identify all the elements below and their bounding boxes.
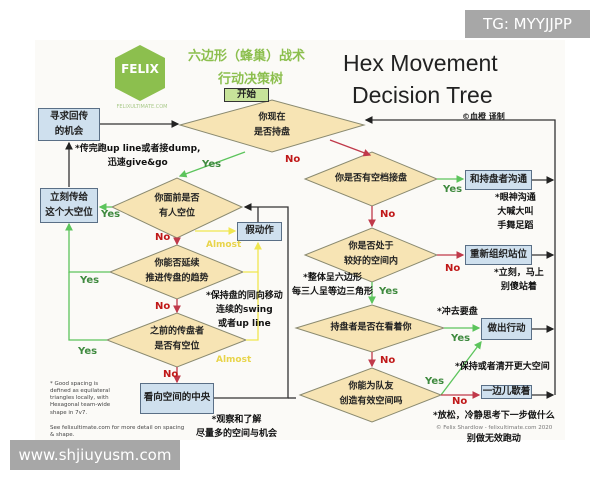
label-yes: Yes [425, 376, 445, 387]
start-box: 开始 [224, 88, 269, 102]
decision-d4: 之前的传盘者是否有空位 [149, 326, 205, 352]
label-no: No [445, 263, 461, 274]
label-no: No [163, 369, 179, 380]
note-after-pass: *传完跑up line或者接dump,迅速give&go [75, 144, 201, 168]
label-no: No [155, 301, 171, 312]
note-immediately: *立刻，马上别傻站着 [494, 268, 544, 292]
label-no: No [285, 154, 301, 165]
label-yes: Yes [202, 159, 222, 170]
label-yes: Yes [379, 286, 399, 297]
action-look-center: 看向空间的中央 [140, 383, 214, 414]
label-no: No [380, 355, 396, 366]
label-yes: Yes [80, 275, 100, 286]
decision-d5: 你是否有空档接盘 [334, 173, 408, 184]
action-reposition: 重新组织站位 [465, 245, 532, 265]
diamond-d2 [110, 177, 244, 239]
diagram-panel [35, 40, 565, 440]
translator-credit: ©血橙 译制 [462, 112, 505, 121]
decision-d7: 持盘者是否在看着你 [330, 322, 412, 333]
title-en-line2: Decision Tree [352, 82, 493, 108]
logo-caption: FELIXULTIMATE.COM [116, 104, 168, 110]
label-no: No [452, 396, 468, 407]
decision-d8: 你能为队友创造有效空间吗 [339, 381, 403, 407]
label-yes: Yes [78, 346, 98, 357]
action-rest: 一边儿歇着 [481, 385, 532, 399]
decision-d3: 你能否延续推进传盘的趋势 [145, 258, 209, 284]
title-cn-line2: 行动决策树 [218, 72, 284, 87]
watermark-top: TG: MYYJJPP [465, 10, 590, 38]
logo-hexagon [115, 45, 165, 101]
action-seek-return: 寻求回传的机会 [38, 108, 100, 141]
title-cn-line1: 六边形（蜂巢）战术 [188, 49, 306, 64]
note-relax: *放松，冷静思考下一步做什么别做无效跑动 [433, 411, 555, 444]
label-yes: Yes [443, 184, 463, 195]
action-communicate: 和持盘者沟通 [465, 170, 532, 190]
label-no: No [155, 232, 171, 243]
label-almost: Almost [216, 355, 252, 365]
decision-d2: 你面前是否有人空位 [154, 193, 200, 219]
logo-text: FELIX [121, 62, 159, 76]
note-keep-space: *保持或者清开更大空间 [455, 362, 550, 372]
watermark-bottom: www.shjiuyusm.com [10, 440, 180, 470]
label-no: No [380, 209, 396, 220]
decision-d6: 你是否处于较好的空间内 [343, 241, 399, 267]
note-hexagon: *整体呈六边形每三人呈等边三角形 [292, 273, 374, 297]
decision-d1: 你现在是否持盘 [253, 112, 291, 138]
label-yes: Yes [101, 209, 121, 220]
note-see-more: See felixultimate.com for more detail on… [50, 425, 185, 439]
diamond-d1 [178, 99, 366, 153]
label-almost: Almost [206, 240, 242, 250]
label-yes: Yes [451, 333, 471, 344]
note-cut: *冲去要盘 [437, 307, 478, 317]
title-en-line1: Hex Movement [343, 50, 498, 76]
note-eye-contact: *眼神沟通大喊大叫手舞足蹈 [495, 193, 536, 231]
action-pass-now: 立刻传给这个大空位 [40, 188, 98, 223]
action-make-move: 做出行动 [481, 318, 532, 340]
action-fake: 假动作 [237, 222, 282, 241]
copyright: © Felix Shardlow - felixultimate.com 202… [436, 425, 553, 431]
note-observe: *观察和了解尽量多的空间与机会 [196, 415, 278, 439]
